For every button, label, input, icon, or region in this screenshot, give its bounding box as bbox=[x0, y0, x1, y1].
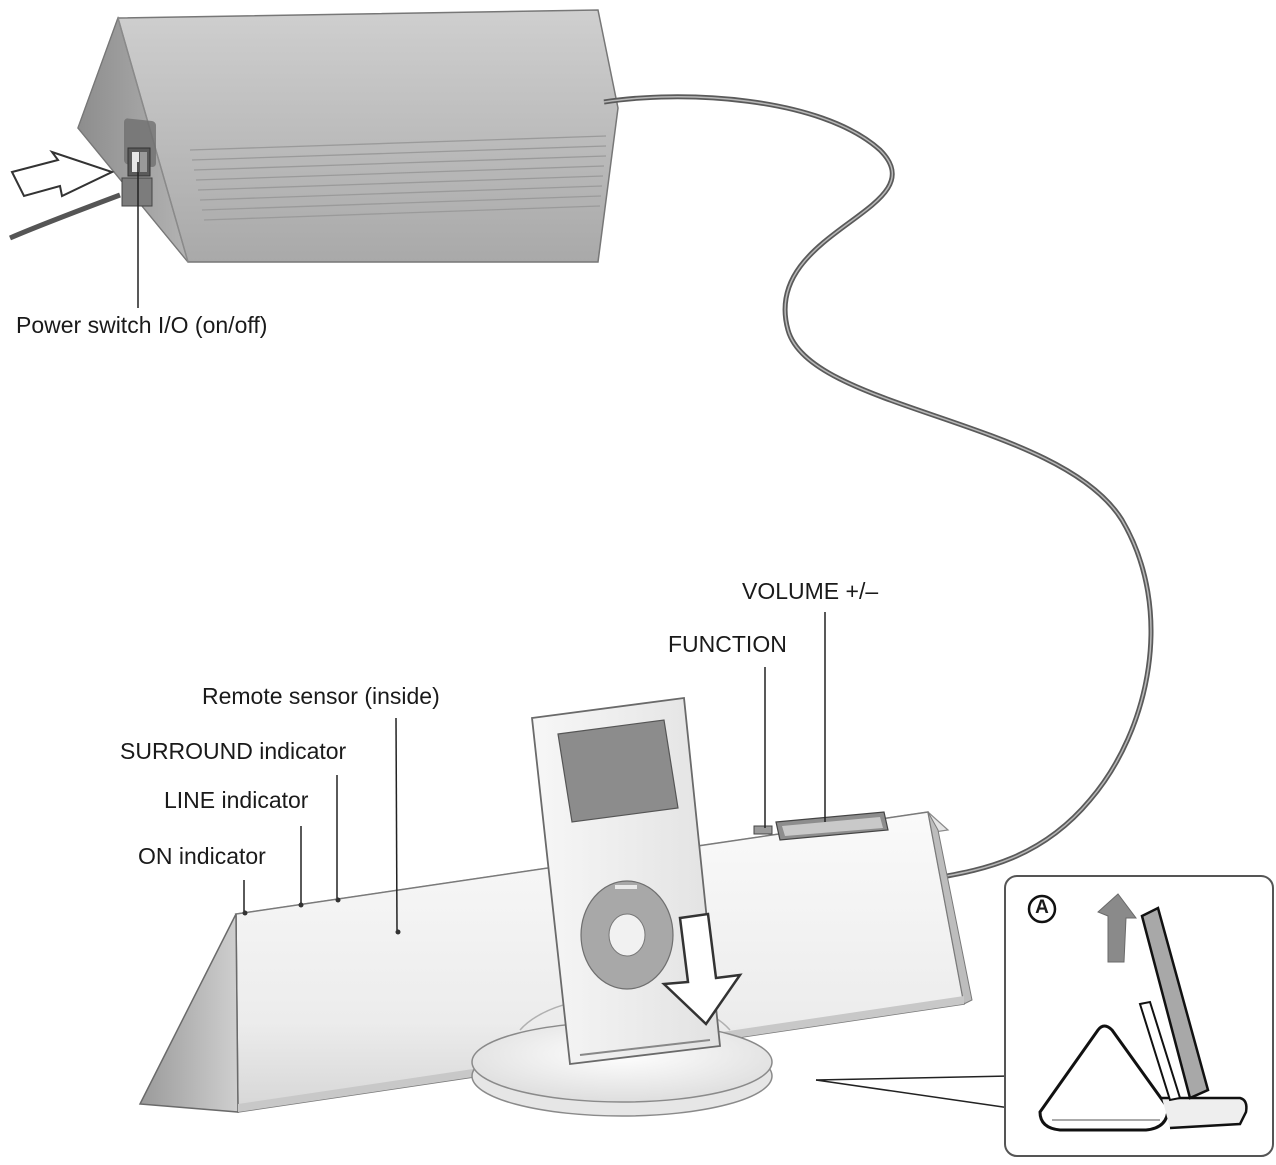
on-indicator-dot bbox=[242, 910, 248, 916]
remote-sensor-label: Remote sensor (inside) bbox=[202, 683, 440, 709]
power-switch-label: Power switch I/O (on/off) bbox=[16, 312, 268, 338]
function-button bbox=[753, 825, 773, 835]
volume-label: VOLUME +/– bbox=[742, 578, 879, 604]
function-label: FUNCTION bbox=[668, 631, 787, 657]
on-indicator-label: ON indicator bbox=[138, 843, 266, 869]
ac-cord bbox=[9, 192, 121, 241]
inset-marker-letter: A bbox=[1035, 897, 1049, 918]
power-supply-unit bbox=[77, 9, 619, 263]
surround-indicator-label: SURROUND indicator bbox=[120, 738, 347, 764]
leader-lines bbox=[243, 612, 1011, 1109]
inset-marker-a bbox=[1027, 894, 1057, 924]
remote-sensor-dot bbox=[395, 929, 401, 935]
dock-insert-arrow-icon bbox=[661, 912, 743, 1026]
ipod-player bbox=[531, 696, 721, 1066]
line-indicator-dot bbox=[298, 902, 304, 908]
surround-indicator-dot bbox=[335, 897, 341, 903]
insert-arrow-icon bbox=[10, 150, 115, 198]
inset-panel-a bbox=[1004, 875, 1274, 1157]
lift-arrow-icon bbox=[1097, 893, 1137, 963]
ipod-screen bbox=[557, 719, 679, 823]
line-indicator-label: LINE indicator bbox=[164, 787, 309, 813]
